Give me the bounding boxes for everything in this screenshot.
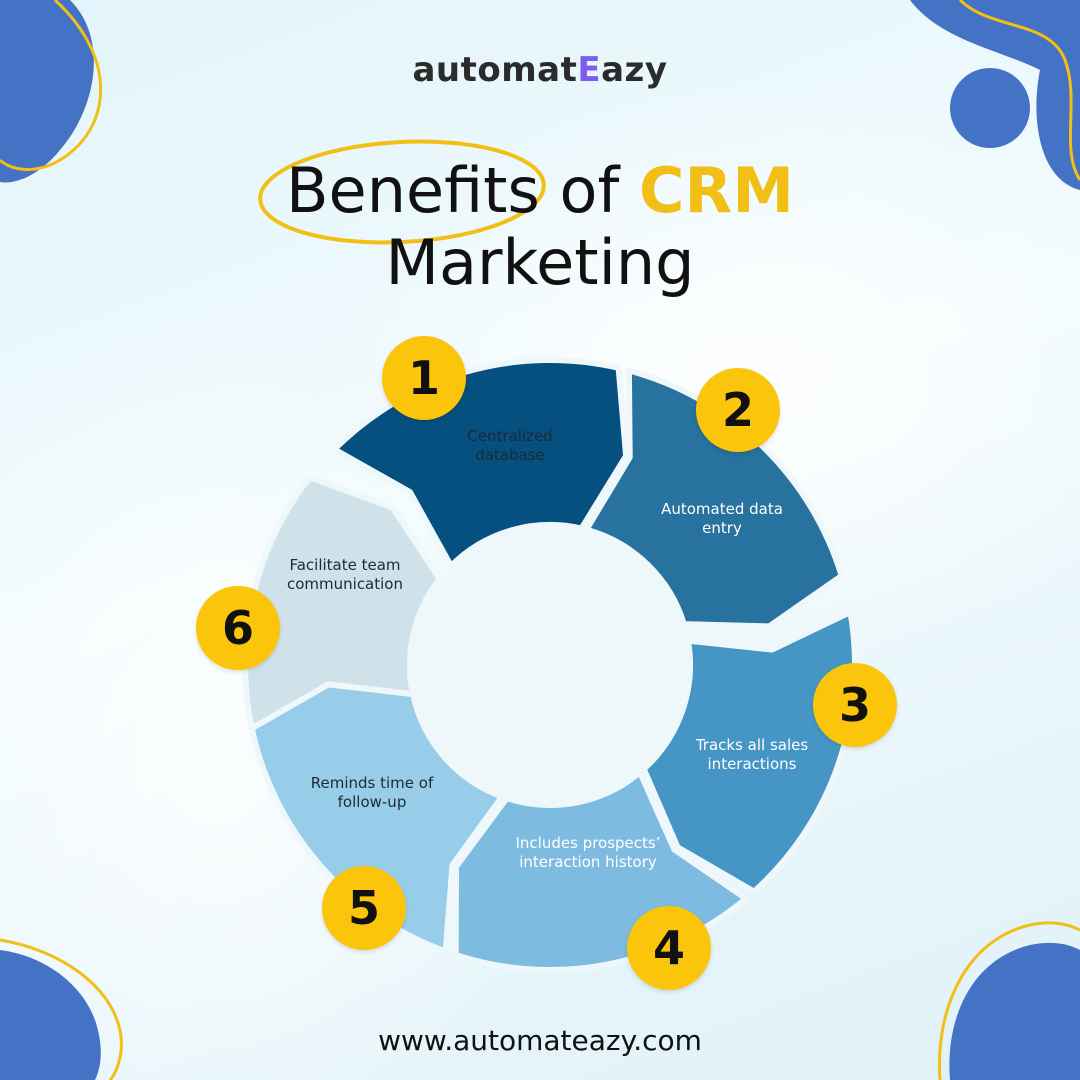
step-label-line1: Automated data (661, 500, 783, 518)
logo-text-part1: automat (412, 50, 578, 90)
step-label-line1: Includes prospects’ (515, 834, 661, 852)
step-number-badge-3: 3 (813, 663, 897, 747)
step-label-4: Includes prospects’interaction history (488, 834, 688, 872)
step-label-line2: entry (702, 519, 742, 537)
step-number-badge-4: 4 (627, 906, 711, 990)
wave-line-bottom-left (0, 938, 123, 1080)
logo-accent-letter: E (577, 50, 602, 90)
step-number-badge-2: 2 (696, 368, 780, 452)
step-number-badge-1: 1 (382, 336, 466, 420)
step-label-line2: follow-up (337, 793, 407, 811)
title-highlight-ring (258, 139, 546, 245)
step-label-line1: Tracks all sales (695, 736, 809, 754)
step-label-line2: communication (286, 575, 403, 593)
website-url: www.automateazy.com (378, 1024, 702, 1057)
step-label-line2: interactions (707, 755, 797, 773)
title-word-crm: CRM (639, 154, 794, 227)
blob-circle-top-right (950, 68, 1030, 148)
blob-bottom-right (949, 942, 1080, 1080)
step-label-line1: Centralized (467, 427, 553, 445)
step-number-badge-6: 6 (196, 586, 280, 670)
step-label-line1: Facilitate team (289, 556, 401, 574)
title-word-benefits: Benefits (286, 154, 540, 227)
cycle-center-hole (413, 528, 687, 802)
logo-text-part2: azy (601, 50, 668, 90)
page-title-line2: Marketing (385, 226, 695, 299)
wave-line-top-left (0, 0, 103, 171)
wave-line-top-right (958, 0, 1080, 181)
step-label-line2: interaction history (519, 853, 657, 871)
blob-top-left (0, 0, 94, 183)
blob-top-right (910, 0, 1080, 190)
brand-logo: automatEazy (0, 50, 1080, 90)
step-label-line1: Reminds time of (310, 774, 434, 792)
blob-bottom-left (0, 950, 101, 1080)
step-label-line2: database (475, 446, 545, 464)
title-word-of: of (559, 154, 620, 227)
page-title-line1: Benefits of CRM (0, 160, 1080, 222)
step-number-badge-5: 5 (322, 866, 406, 950)
wave-line-bottom-right (937, 921, 1080, 1080)
